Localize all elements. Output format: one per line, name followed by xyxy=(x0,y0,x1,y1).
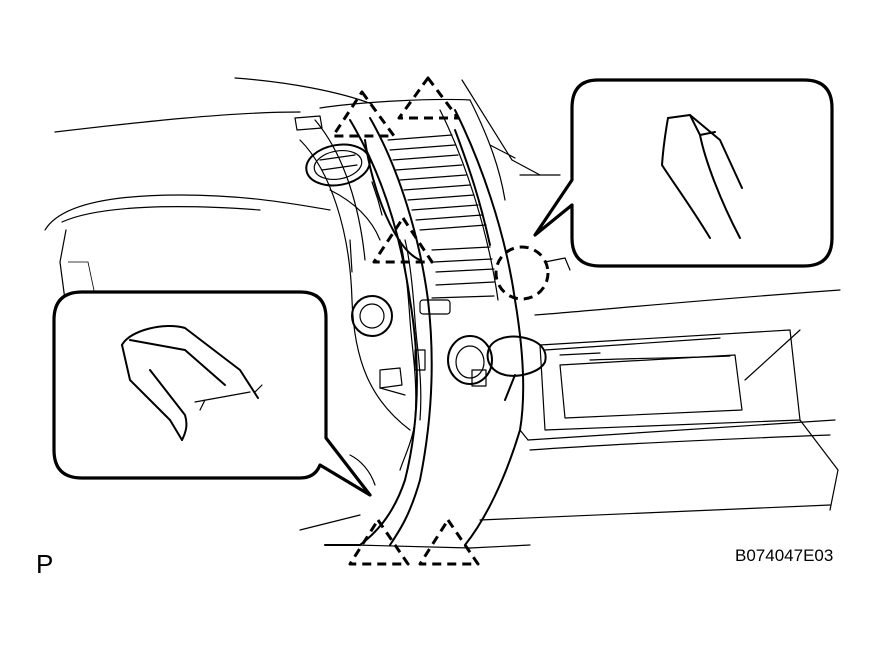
left-dash-panel xyxy=(44,194,331,306)
clip-icon xyxy=(661,114,743,239)
view-letter-label: P xyxy=(36,549,54,579)
center-trim-panel xyxy=(324,109,525,549)
figure-code-label: B074047E03 xyxy=(735,546,834,565)
triangle-marker-middle xyxy=(372,216,434,264)
triangle-marker-top-right xyxy=(397,76,460,120)
center-vent-assembly xyxy=(364,129,491,261)
upper-right-callout xyxy=(533,78,834,268)
triangle-marker-bottom-left xyxy=(348,518,410,566)
clip-icon xyxy=(121,324,263,441)
misc-details xyxy=(294,115,571,273)
audio-panel xyxy=(351,246,495,396)
dashboard-top xyxy=(54,77,561,201)
circle-marker xyxy=(494,245,550,301)
shift-knob xyxy=(486,335,547,401)
dash-sweep-lines xyxy=(299,119,411,431)
lower-console-lines xyxy=(299,454,376,531)
triangle-marker-top-left xyxy=(331,90,396,138)
glove-box xyxy=(469,289,841,549)
left-callout xyxy=(52,290,372,497)
clip-location-markers xyxy=(331,76,550,566)
triangle-marker-bottom-right xyxy=(418,518,480,566)
left-round-vent xyxy=(305,143,371,187)
